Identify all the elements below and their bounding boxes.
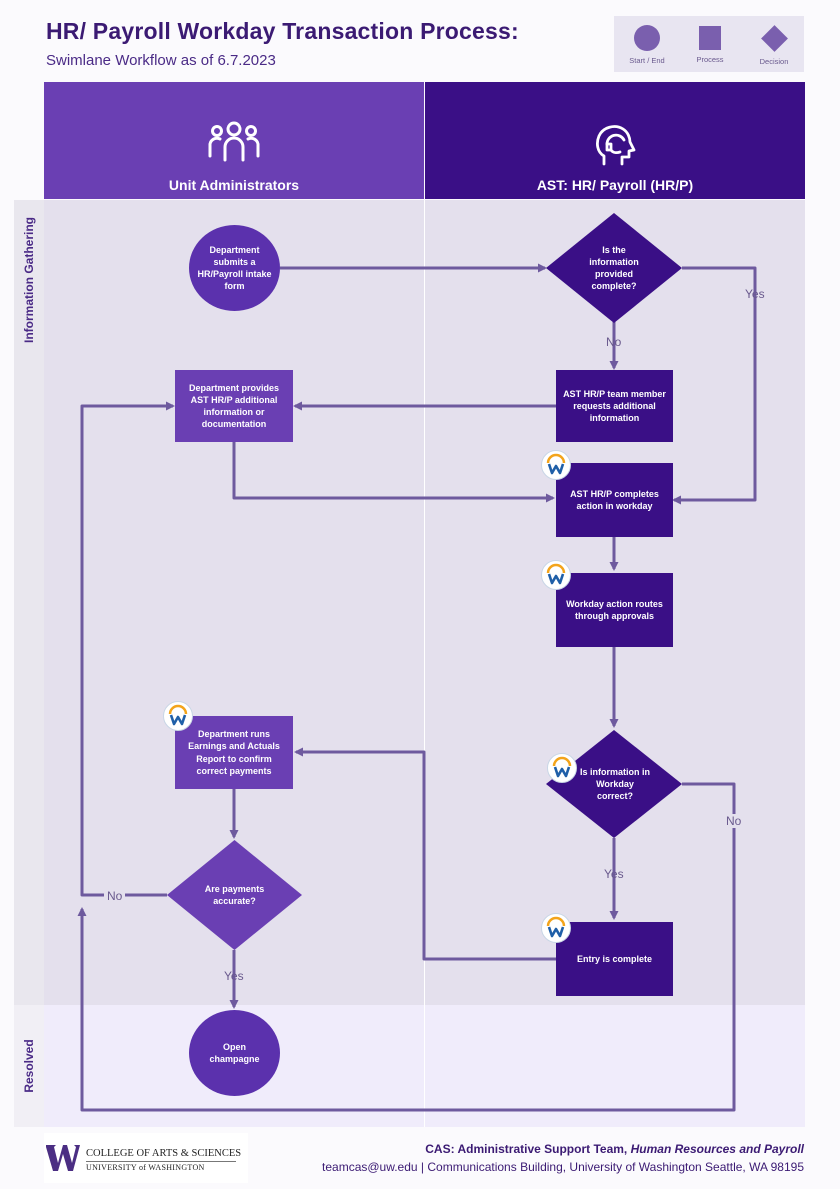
lane-header-unit-administrators: Unit Administrators (44, 82, 424, 199)
workday-logo-icon (541, 913, 571, 943)
legend-decision-label: Decision (759, 57, 789, 66)
footer-org: CAS: Administrative Support Team, Human … (425, 1142, 804, 1156)
lane-title-ast: AST: HR/ Payroll (HR/P) (536, 177, 694, 193)
circle-shape-icon (634, 25, 660, 51)
edge-entry-to-report (294, 747, 556, 961)
footer-contact: teamcas@uw.edu | Communications Building… (322, 1160, 804, 1174)
footer-org-suffix: Human Resources and Payroll (630, 1142, 804, 1156)
edge-label-yes-correct: Yes (604, 867, 624, 881)
edge-label-no-payments: No (104, 889, 126, 903)
logo-university-name: UNIVERSITY of WASHINGTON (86, 1163, 205, 1172)
process-ast-requests-info: AST HR/P team member requests additional… (556, 370, 673, 442)
legend-start-end: Start / End (617, 22, 677, 65)
legend-process: Process (680, 22, 740, 64)
lane-header-ast: AST: HR/ Payroll (HR/P) (425, 82, 805, 199)
end-entry-complete: Entry is complete (556, 922, 673, 996)
edge-label-yes-payments: Yes (224, 969, 244, 983)
footer-org-prefix: CAS: Administrative Support Team, (425, 1142, 628, 1156)
decision-info-complete: Is the information provided complete? (589, 244, 639, 292)
workday-logo-icon (547, 753, 577, 783)
page-subtitle: Swimlane Workflow as of 6.7.2023 (46, 52, 276, 69)
workday-logo-icon (541, 560, 571, 590)
decision-info-correct-shape (546, 730, 682, 838)
workday-logo-icon (163, 701, 193, 731)
edge-payments-no (80, 401, 175, 897)
edge-label-yes-info: Yes (745, 287, 765, 301)
process-workday-routes-approvals: Workday action routes through approvals (556, 573, 673, 647)
process-department-provides-info: Department provides AST HR/P additional … (175, 370, 293, 442)
lane-title-unit: Unit Administrators (168, 177, 300, 193)
uw-w-icon (46, 1145, 80, 1171)
legend-process-label: Process (696, 55, 724, 64)
edge-provide-to-complete (232, 442, 555, 503)
uw-logo: COLLEGE OF ARTS & SCIENCES UNIVERSITY of… (44, 1133, 248, 1183)
decision-payments-accurate-shape (167, 840, 302, 950)
legend: Start / End Process Decision (614, 16, 804, 72)
lane-divider (424, 200, 425, 1127)
square-shape-icon (699, 26, 721, 50)
edge-label-no-correct: No (724, 814, 744, 828)
page-title: HR/ Payroll Workday Transaction Process: (46, 18, 519, 44)
edge-correct-no (77, 782, 736, 1112)
edge-decision-yes (672, 266, 757, 505)
process-ast-completes-action: AST HR/P completes action in workday (556, 463, 673, 537)
decision-info-complete-shape (546, 213, 682, 323)
legend-decision: Decision (744, 22, 804, 66)
group-people-icon (208, 121, 260, 162)
band-label-resolved: Resolved (14, 1005, 44, 1127)
logo-divider (86, 1161, 236, 1162)
decision-payments-accurate: Are payments accurate? (204, 883, 265, 906)
decision-info-correct: Is information in Workday correct? (580, 766, 651, 802)
edge-label-no-info: No (606, 335, 622, 349)
logo-college-name: COLLEGE OF ARTS & SCIENCES (86, 1148, 242, 1159)
start-submit-intake-form: Department submits a HR/Payroll intake f… (189, 225, 280, 311)
legend-start-end-label: Start / End (629, 56, 665, 65)
band-label-information-gathering: Information Gathering (14, 200, 44, 1005)
support-agent-icon (596, 125, 636, 166)
end-open-champagne: Open champagne (189, 1010, 280, 1096)
workday-logo-icon (541, 450, 571, 480)
process-department-runs-report: Department runs Earnings and Actuals Rep… (175, 716, 293, 789)
